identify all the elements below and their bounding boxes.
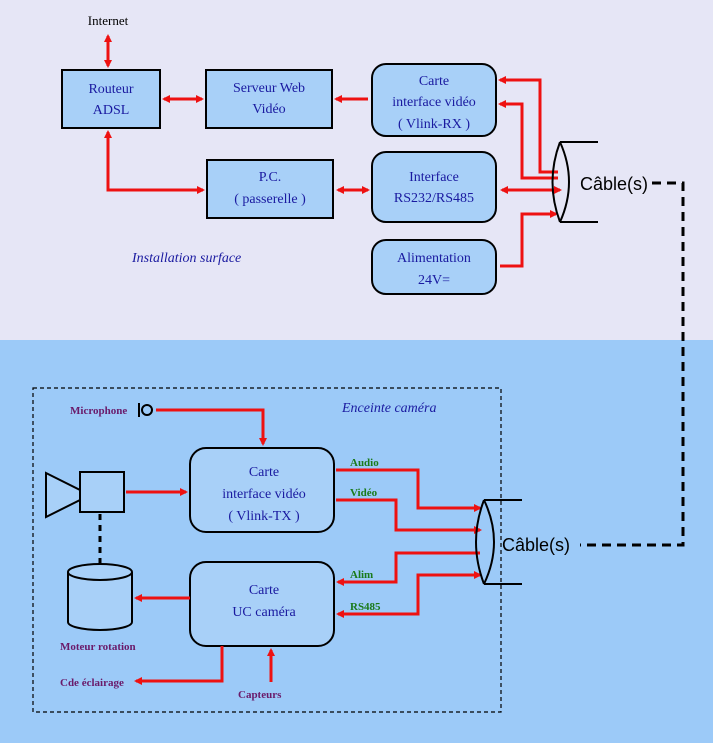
svg-text:Routeur: Routeur (88, 82, 133, 97)
moteur-rotation-label: Moteur rotation (60, 641, 136, 653)
enceinte-camera-label: Enceinte caméra (341, 401, 436, 416)
surface-arrows (104, 34, 562, 268)
camera-cable-label: Câble(s) (502, 535, 570, 555)
camera-arrows (126, 408, 482, 685)
svg-text:Carte: Carte (249, 465, 279, 480)
surface-cable-label: Câble(s) (580, 174, 648, 194)
svg-text:UC caméra: UC caméra (232, 605, 296, 620)
pc-passerelle-box: P.C. ( passerelle ) (206, 159, 334, 219)
surface-cable-connector (551, 141, 598, 223)
svg-text:interface vidéo: interface vidéo (222, 487, 306, 502)
carte-uc-camera-box: Carte UC caméra (189, 561, 335, 647)
cable-link-dashed (580, 181, 685, 547)
svg-text:interface vidéo: interface vidéo (392, 95, 476, 110)
enceinte-camera-border (32, 387, 502, 713)
svg-text:Carte: Carte (249, 583, 279, 598)
svg-text:Interface: Interface (409, 170, 459, 185)
camera-background (0, 340, 713, 743)
alim-signal-label: Alim (350, 569, 373, 581)
svg-text:( Vlink-TX ): ( Vlink-TX ) (228, 509, 300, 524)
capteurs-label: Capteurs (238, 689, 282, 701)
motor-cylinder-icon (67, 563, 133, 631)
svg-text:Vidéo: Vidéo (252, 102, 285, 117)
svg-text:24V=: 24V= (418, 273, 450, 288)
svg-text:ADSL: ADSL (93, 103, 130, 118)
rs485-signal-label: RS485 (350, 601, 381, 613)
svg-text:Alimentation: Alimentation (397, 251, 471, 266)
audio-signal-label: Audio (350, 457, 379, 469)
svg-text:P.C.: P.C. (259, 170, 282, 185)
cde-eclairage-label: Cde éclairage (60, 677, 124, 689)
internet-label: Internet (88, 13, 129, 28)
camera-cable-connector (475, 499, 522, 585)
carte-vlink-rx-box: Carte interface vidéo ( Vlink-RX ) (371, 63, 497, 137)
serveur-web-box: Serveur Web Vidéo (205, 69, 333, 129)
svg-text:( Vlink-RX ): ( Vlink-RX ) (398, 117, 470, 132)
svg-text:Serveur Web: Serveur Web (233, 81, 305, 96)
camera-icon (45, 471, 125, 519)
microphone-label: Microphone (70, 405, 127, 417)
installation-surface-label: Installation surface (131, 251, 241, 266)
carte-vlink-tx-box: Carte interface vidéo ( Vlink-TX ) (189, 447, 335, 533)
svg-text:RS232/RS485: RS232/RS485 (394, 191, 474, 206)
video-signal-label: Vidéo (350, 487, 378, 499)
routeur-adsl-box: Routeur ADSL (61, 69, 161, 129)
svg-text:( passerelle ): ( passerelle ) (234, 192, 306, 207)
alimentation-box: Alimentation 24V= (371, 239, 497, 295)
microphone-icon (138, 403, 153, 417)
interface-rs232-box: Interface RS232/RS485 (371, 151, 497, 223)
svg-text:Carte: Carte (419, 74, 449, 89)
